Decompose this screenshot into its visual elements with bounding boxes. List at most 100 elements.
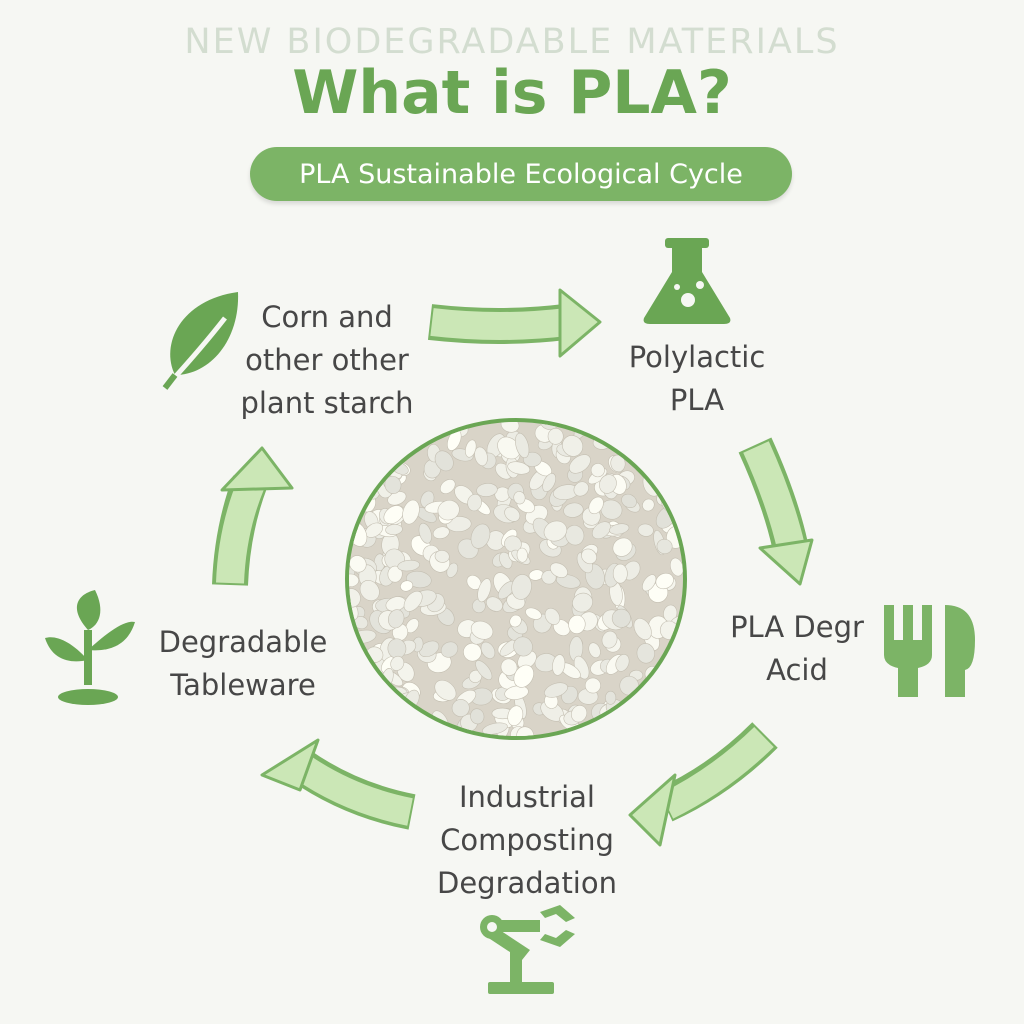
pellet <box>504 685 529 700</box>
pellet <box>513 491 526 505</box>
pellet <box>525 607 542 620</box>
pellet <box>400 580 414 592</box>
pla-pellets-image <box>345 418 687 740</box>
pellet <box>660 487 682 513</box>
pellet <box>549 562 568 578</box>
pellet <box>543 520 568 542</box>
pellet <box>516 726 535 736</box>
pellet <box>500 422 520 433</box>
pellet <box>500 658 518 676</box>
pellet <box>670 422 683 434</box>
pellet <box>349 555 367 573</box>
pellet <box>555 574 581 589</box>
arrow-2-head <box>758 538 814 586</box>
pellet <box>605 690 617 705</box>
pellet <box>418 522 432 544</box>
arrow-3-head <box>628 773 677 847</box>
pellet <box>440 641 459 658</box>
pellet <box>572 592 593 613</box>
pellet <box>434 679 457 701</box>
pellet <box>511 574 532 600</box>
pellet <box>385 524 403 535</box>
pellet <box>610 454 626 473</box>
pellet <box>434 550 450 563</box>
page-title: What is PLA? <box>292 58 732 128</box>
pellet <box>359 426 378 446</box>
pellet <box>659 672 676 689</box>
pellet <box>621 493 637 509</box>
pellet <box>477 578 492 603</box>
flask-icon <box>643 238 731 324</box>
pellets-texture <box>349 422 683 736</box>
pellet <box>584 677 601 694</box>
pellet <box>649 428 668 447</box>
pellet <box>669 557 683 577</box>
pellet <box>599 474 617 494</box>
pellet <box>562 435 584 457</box>
pellet <box>642 498 655 512</box>
pellet <box>349 682 362 703</box>
pellet <box>391 462 409 475</box>
arrow-1-head <box>558 288 602 358</box>
arrow-5-head <box>220 446 294 492</box>
pellet <box>633 618 652 641</box>
pellet <box>476 483 498 497</box>
pellet <box>480 641 496 659</box>
pellet <box>470 708 485 725</box>
pellet <box>392 432 406 446</box>
pellet <box>655 572 674 590</box>
pellet <box>402 499 420 525</box>
pellet <box>507 705 524 727</box>
pellet <box>591 521 612 540</box>
pellet <box>637 523 654 537</box>
pellet <box>588 496 604 515</box>
pellet <box>446 429 462 451</box>
pellet <box>611 608 631 628</box>
pellet <box>359 580 380 602</box>
pellet <box>542 473 556 493</box>
robot-arm-icon <box>480 905 575 994</box>
pellet <box>434 450 454 472</box>
step-industrial-composting: Industrial Composting Degradation <box>436 780 617 900</box>
subtitle-pill: PLA Sustainable Ecological Cycle <box>250 147 792 201</box>
pellet <box>446 516 472 532</box>
fork-knife-icon <box>884 605 975 697</box>
pellet <box>625 695 645 714</box>
pellet <box>384 475 402 494</box>
pellet <box>573 481 589 497</box>
pellet <box>349 573 360 587</box>
pellet <box>612 563 628 584</box>
pellet <box>509 614 522 628</box>
pellet <box>350 629 377 644</box>
pellet <box>437 499 460 521</box>
pellet <box>590 463 605 478</box>
pellet <box>516 547 528 563</box>
pellet <box>349 720 360 736</box>
pellet <box>615 654 630 672</box>
pellet <box>482 722 508 735</box>
pellet <box>662 464 683 478</box>
step-degradation-acid: PLA Degr Acid <box>730 610 864 687</box>
arrow-5 <box>212 475 267 586</box>
pellet <box>656 696 674 715</box>
pellet <box>485 596 503 612</box>
pellet <box>568 614 586 634</box>
pellet <box>612 537 633 557</box>
sprout-icon <box>45 590 135 705</box>
pellet <box>390 655 405 671</box>
pellet <box>513 664 534 688</box>
pellet <box>419 640 440 658</box>
pellet <box>609 523 630 535</box>
pellet <box>515 432 530 459</box>
pellet <box>571 705 588 723</box>
pellet <box>659 620 679 640</box>
pellet <box>383 505 404 525</box>
pellet <box>654 717 668 736</box>
pellet <box>394 443 412 461</box>
pellet <box>671 706 683 725</box>
pellet <box>656 538 673 555</box>
pellet <box>658 422 675 430</box>
arrow-4 <box>289 750 416 830</box>
pellet <box>552 654 566 676</box>
arrow-3 <box>657 722 778 822</box>
